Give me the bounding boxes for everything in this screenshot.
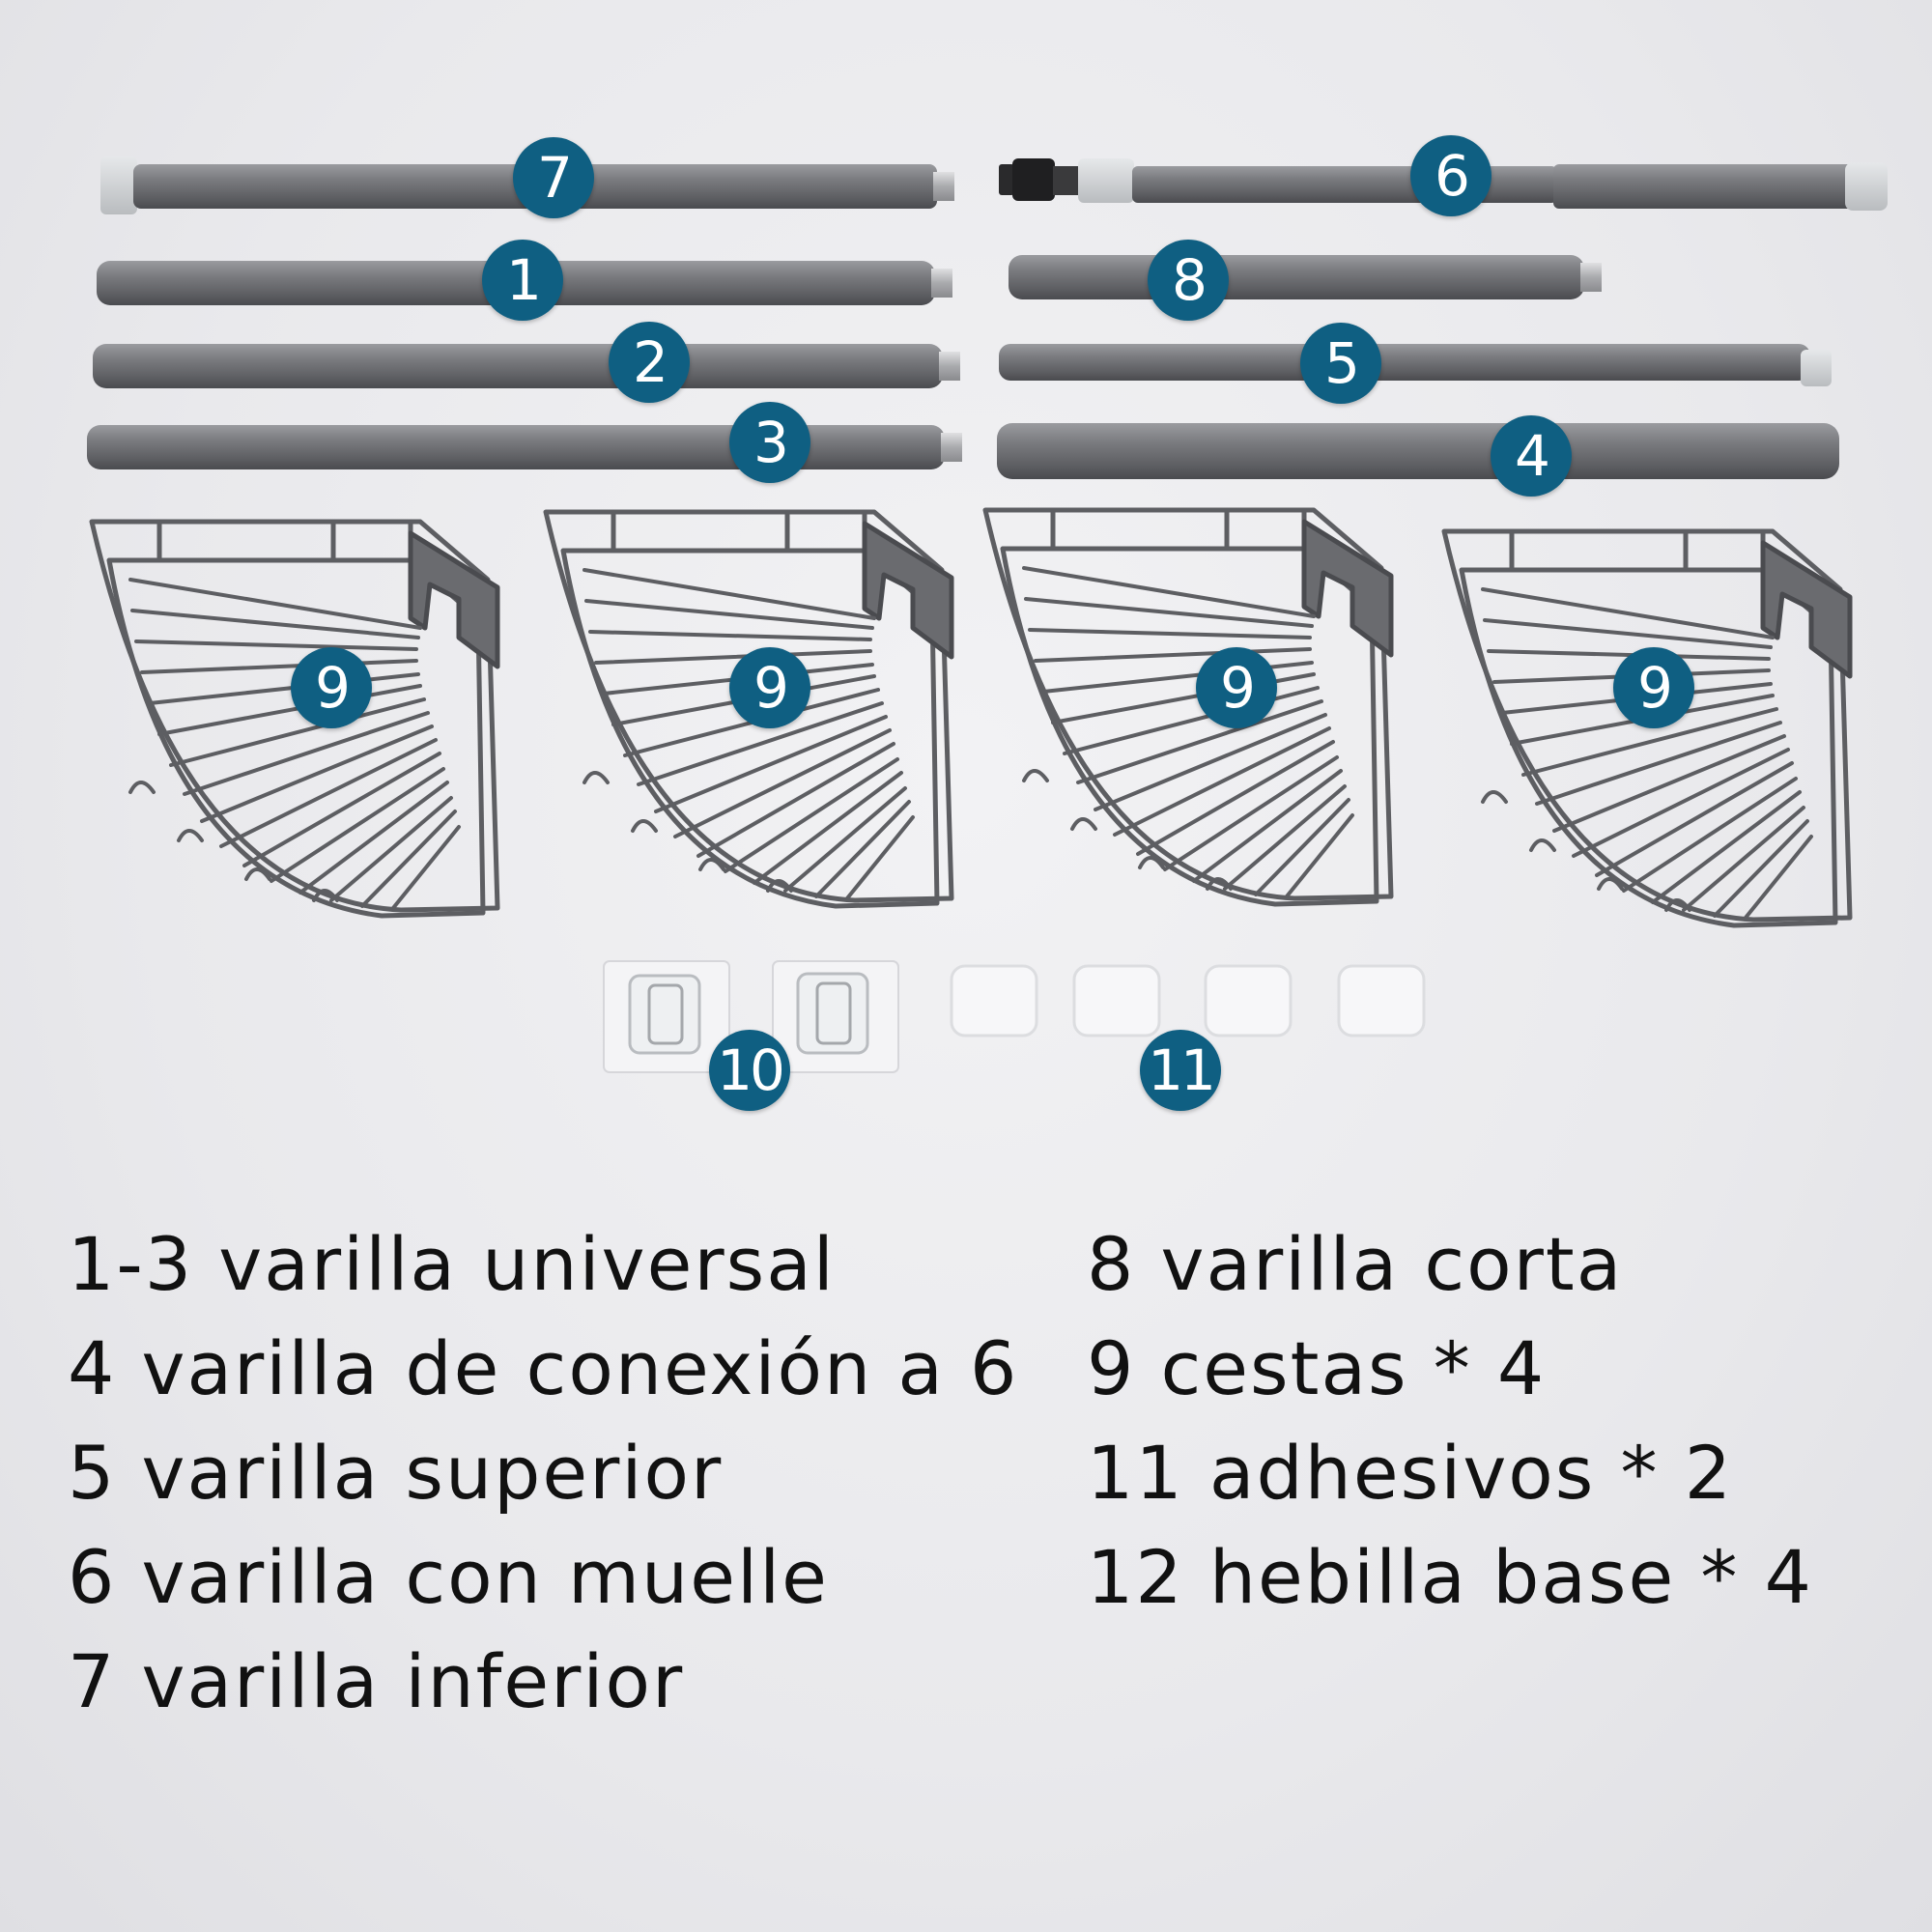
base-buckles — [950, 964, 1426, 1037]
legend-column-left: 1-3 varilla universal 4 varilla de conex… — [68, 1212, 1018, 1734]
legend-item: 6 varilla con muelle — [68, 1534, 829, 1620]
parts-legend: 1-3 varilla universal 4 varilla de conex… — [0, 1212, 1932, 1753]
number-badge-4: 4 — [1491, 415, 1572, 497]
rod-6 — [999, 158, 1888, 211]
rod-8 — [1009, 255, 1602, 299]
parts-photo: 7 1 2 3 6 8 5 4 9 9 9 9 10 11 — [87, 135, 1888, 1111]
rod-5 — [999, 344, 1832, 386]
legend-item: 8 varilla corta — [1087, 1221, 1624, 1307]
corner-basket — [89, 519, 500, 919]
number-badge-9-b: 9 — [729, 647, 810, 728]
rod-2 — [93, 344, 960, 388]
number-badge-3: 3 — [729, 402, 810, 483]
legend-item: 5 varilla superior — [68, 1430, 724, 1516]
legend-item: 1-3 varilla universal — [68, 1221, 836, 1307]
legend-item: 4 varilla de conexión a 6 — [68, 1325, 1019, 1411]
rod-4 — [997, 423, 1839, 479]
legend-item: 7 varilla inferior — [68, 1638, 685, 1724]
parts-illustration — [87, 156, 1888, 1073]
legend-item: 9 cestas * 4 — [1087, 1325, 1547, 1411]
number-badge-5: 5 — [1300, 323, 1381, 404]
number-badge-1: 1 — [482, 240, 563, 321]
number-badge-10: 10 — [709, 1030, 790, 1111]
number-badge-6: 6 — [1410, 135, 1492, 216]
legend-item: 11 adhesivos * 2 — [1087, 1430, 1734, 1516]
number-badge-2: 2 — [609, 322, 690, 403]
number-badge-8: 8 — [1148, 240, 1229, 321]
number-badge-9-a: 9 — [291, 647, 372, 728]
number-badge-11: 11 — [1140, 1030, 1221, 1111]
legend-column-right: 8 varilla corta 9 cestas * 4 11 adhesivo… — [1087, 1212, 1813, 1630]
adhesive-hooks — [603, 960, 899, 1073]
rod-3 — [87, 425, 962, 469]
number-badge-9-d: 9 — [1613, 647, 1694, 728]
number-badge-9-c: 9 — [1196, 647, 1277, 728]
legend-item: 12 hebilla base * 4 — [1087, 1534, 1813, 1620]
number-badge-7: 7 — [513, 137, 594, 218]
